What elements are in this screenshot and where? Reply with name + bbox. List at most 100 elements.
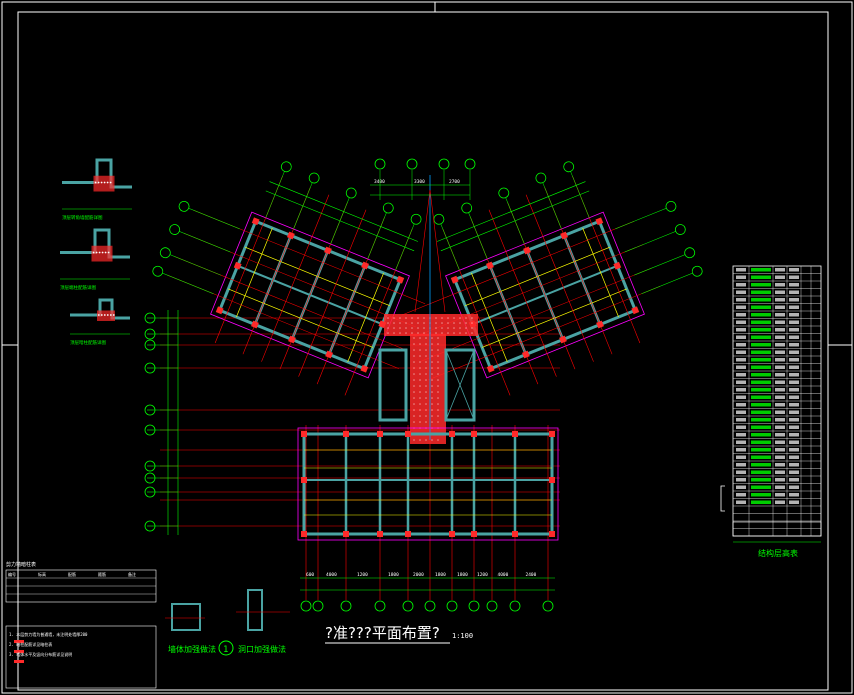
hatch-dot: [413, 379, 415, 381]
table-cell-fill: [751, 433, 771, 437]
column: [361, 261, 369, 270]
hatch-dot: [425, 385, 427, 387]
hatch-dot: [437, 397, 439, 399]
dimension-text: 2400: [526, 572, 537, 578]
table-cell-fill: [751, 395, 771, 399]
axis-bubble: [461, 202, 473, 214]
hatch-dot: [437, 367, 439, 369]
rebar-dot: [106, 181, 109, 184]
hatch-dot: [419, 379, 421, 381]
table-cell-fill: [789, 403, 799, 407]
axis-bubble: [280, 161, 292, 173]
axis-bubble: [464, 158, 476, 170]
dimension-tick: [624, 231, 676, 253]
hatch-dot: [425, 355, 427, 357]
table-cell-fill: [775, 283, 785, 287]
table-cell-fill: [789, 425, 799, 429]
hatch-dot: [413, 409, 415, 411]
axis-bubble: [144, 404, 156, 416]
hatch-dot: [447, 322, 449, 324]
axis-bubble: [345, 187, 357, 199]
notes-legend-border: [5, 625, 157, 689]
dimension-text: 2700: [449, 179, 460, 185]
level-schedule-table: [720, 265, 822, 543]
slab-edge: [297, 427, 559, 541]
notes-table-header: 备注: [128, 571, 136, 577]
hatch-dot: [459, 332, 461, 334]
table-cell-fill: [751, 463, 771, 467]
hatch-dot: [387, 327, 389, 329]
table-cell-fill: [775, 500, 785, 504]
hatch-dot: [423, 327, 425, 329]
table-cell-fill: [736, 388, 746, 392]
hatch-dot: [453, 322, 455, 324]
dimension-text: 1200: [477, 572, 488, 578]
axis-bubble: [144, 328, 156, 340]
hatch-dot: [441, 322, 443, 324]
grid-line: [420, 267, 653, 362]
beam: [582, 227, 619, 318]
hatch-dot: [431, 397, 433, 399]
hatch-dot: [453, 327, 455, 329]
dimension-tick: [615, 207, 667, 230]
axis-bubble: [509, 600, 521, 612]
table-cell-fill: [736, 403, 746, 407]
plan-lower-block: [297, 427, 559, 541]
notes-legend-line: 1. 本层剪力墙为普通墙，未注明处墙厚200: [9, 631, 88, 637]
hatch-dot: [419, 415, 421, 417]
axis-bubble: [486, 600, 498, 612]
table-cell-fill: [736, 268, 746, 272]
table-cell-fill: [775, 313, 785, 317]
table-cell-fill: [789, 493, 799, 497]
column: [471, 431, 477, 437]
table-cell-fill: [751, 298, 771, 302]
table-cell-fill: [751, 283, 771, 287]
hatch-dot: [437, 337, 439, 339]
table-cell-fill: [751, 365, 771, 369]
table-cell-fill: [789, 313, 799, 317]
hatch-dot: [423, 322, 425, 324]
hatch-dot: [423, 317, 425, 319]
hatch-dot: [411, 317, 413, 319]
table-cell-fill: [789, 448, 799, 452]
rebar-dot: [100, 314, 103, 316]
table-cell-fill: [751, 313, 771, 317]
detail-wall: [247, 589, 263, 631]
table-cell-fill: [736, 283, 746, 287]
table-cell-fill: [775, 275, 785, 279]
column: [405, 431, 411, 437]
detail-wall: [171, 603, 201, 631]
table-cell-fill: [736, 313, 746, 317]
table-cell-fill: [736, 328, 746, 332]
dimension-tick: [641, 272, 693, 294]
hatch-dot: [425, 379, 427, 381]
detail-column: [93, 175, 115, 192]
table-cell-fill: [789, 350, 799, 354]
axis-bubble: [144, 520, 156, 532]
column: [377, 431, 383, 437]
table-cell-fill: [736, 410, 746, 414]
table-cell-fill: [789, 335, 799, 339]
table-cell-fill: [751, 328, 771, 332]
table-cell-fill: [789, 455, 799, 459]
axis-bubble: [152, 265, 164, 277]
hatch-dot: [399, 322, 401, 324]
detail-drawing: 顶层转角墙配筋详图: [62, 158, 132, 221]
column: [377, 531, 383, 537]
dimension-tick: [265, 171, 285, 218]
hatch-dot: [419, 439, 421, 441]
hatch-dot: [471, 317, 473, 319]
hatch-dot: [471, 322, 473, 324]
column: [288, 335, 296, 344]
hatch-dot: [437, 385, 439, 387]
hatch-dot: [453, 317, 455, 319]
hatch-dot: [431, 361, 433, 363]
hatch-dot: [465, 332, 467, 334]
column: [405, 531, 411, 537]
table-cell-fill: [775, 425, 785, 429]
hatch-dot: [387, 322, 389, 324]
detail-drawing: 顶层暗柱配筋详图: [70, 298, 130, 346]
